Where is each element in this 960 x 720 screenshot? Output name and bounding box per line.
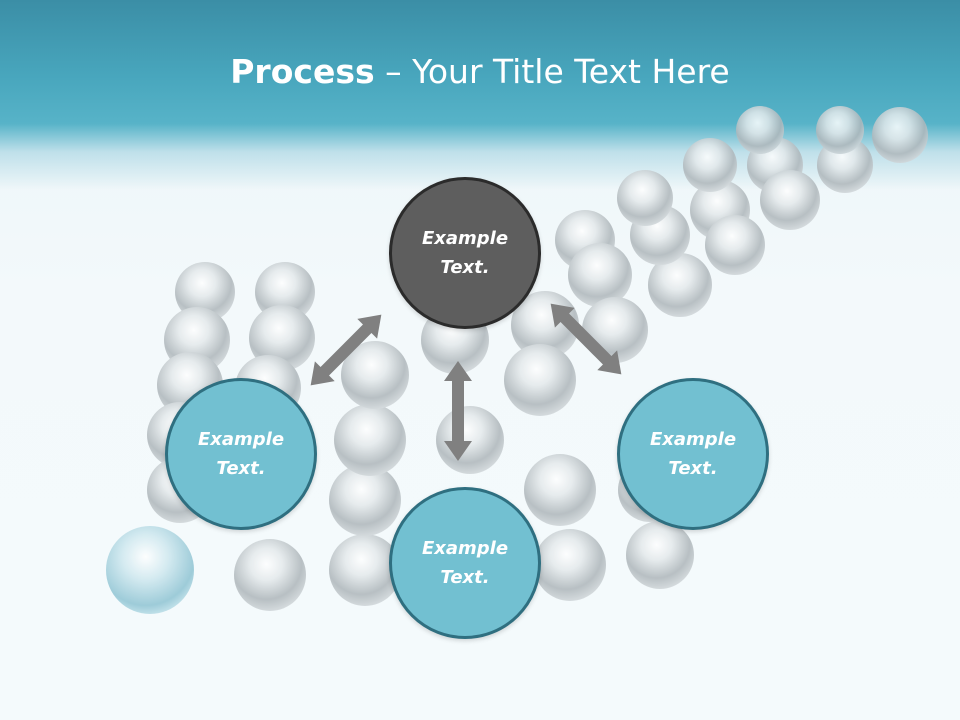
node-left: Example Text.: [165, 378, 317, 530]
node-bottom: Example Text.: [389, 487, 541, 639]
chrome-sphere: [234, 539, 306, 611]
chrome-sphere: [329, 534, 401, 606]
chrome-sphere: [626, 521, 694, 589]
chrome-sphere: [736, 106, 784, 154]
chrome-sphere: [816, 106, 864, 154]
blue-sphere: [106, 526, 194, 614]
arrow-left-diagonal: [310, 314, 382, 386]
arrow-vertical: [444, 361, 472, 461]
chrome-sphere: [534, 529, 606, 601]
chrome-sphere: [760, 170, 820, 230]
arrow-right-diagonal: [550, 303, 622, 375]
chrome-sphere: [175, 262, 235, 322]
chrome-sphere: [249, 305, 315, 371]
node-right: Example Text.: [617, 378, 769, 530]
slide-title: Process – Your Title Text Here: [230, 52, 730, 91]
chrome-sphere: [504, 344, 576, 416]
chrome-sphere: [334, 404, 406, 476]
chrome-sphere: [341, 341, 409, 409]
chrome-sphere: [329, 464, 401, 536]
chrome-sphere: [617, 170, 673, 226]
chrome-sphere: [524, 454, 596, 526]
chrome-sphere: [705, 215, 765, 275]
chrome-sphere: [648, 253, 712, 317]
node-top: Example Text.: [389, 177, 541, 329]
chrome-sphere: [568, 243, 632, 307]
chrome-sphere: [683, 138, 737, 192]
chrome-sphere: [872, 107, 928, 163]
chrome-sphere: [255, 262, 315, 322]
